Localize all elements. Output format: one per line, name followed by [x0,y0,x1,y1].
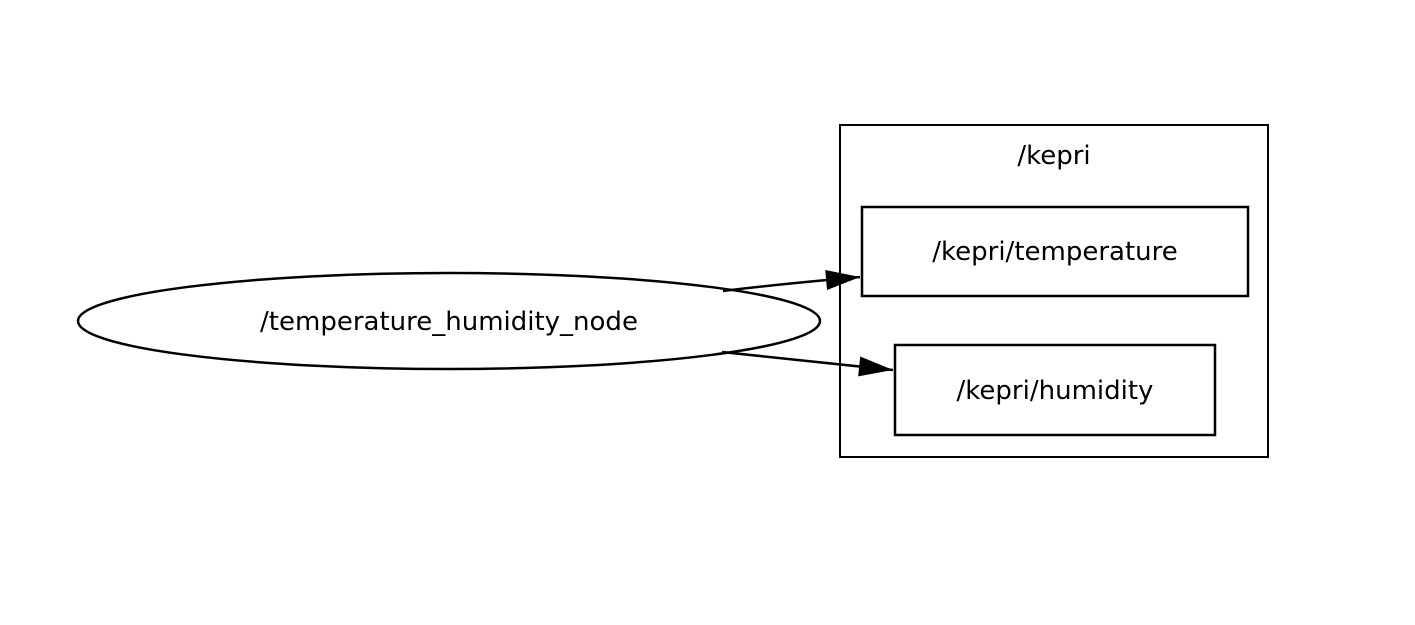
namespace-label: /kepri [1017,141,1090,171]
topic-box-humidity [893,343,1217,437]
namespace-cluster-box [839,124,1269,458]
topic-label-humidity: /kepri/humidity [957,376,1154,406]
publisher-node-ellipse [76,271,822,371]
node-label: /temperature_humidity_node [260,307,638,337]
topic-box-temperature [860,205,1250,298]
topic-label-temperature: /kepri/temperature [932,237,1178,267]
edge-to-humidity [721,350,894,377]
edge-to-temperature [722,270,861,293]
